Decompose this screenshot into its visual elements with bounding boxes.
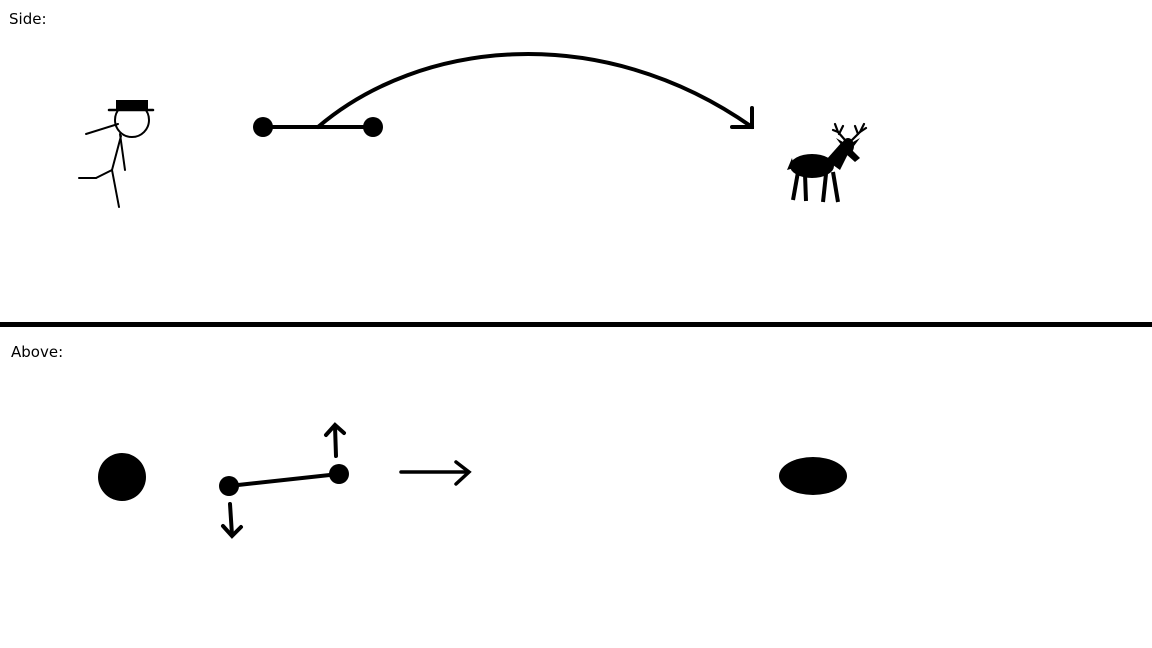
person-top-view-icon: [98, 453, 146, 501]
above-view-label: Above:: [11, 343, 64, 361]
trajectory-arrow-icon: [316, 52, 754, 129]
view-divider: [0, 322, 1152, 327]
deer-top-view-icon: [779, 457, 847, 495]
side-view-panel: [78, 52, 868, 208]
spinning-bola-icon: [219, 464, 349, 496]
deer-icon: [787, 122, 868, 203]
above-view-panel: [98, 422, 847, 539]
travel-direction-arrow-icon: [399, 460, 472, 486]
rotation-arrow-up-icon: [324, 422, 346, 458]
side-view-label: Side:: [9, 10, 47, 28]
stick-figure-icon: [78, 100, 155, 208]
rotation-arrow-down-icon: [221, 502, 243, 539]
